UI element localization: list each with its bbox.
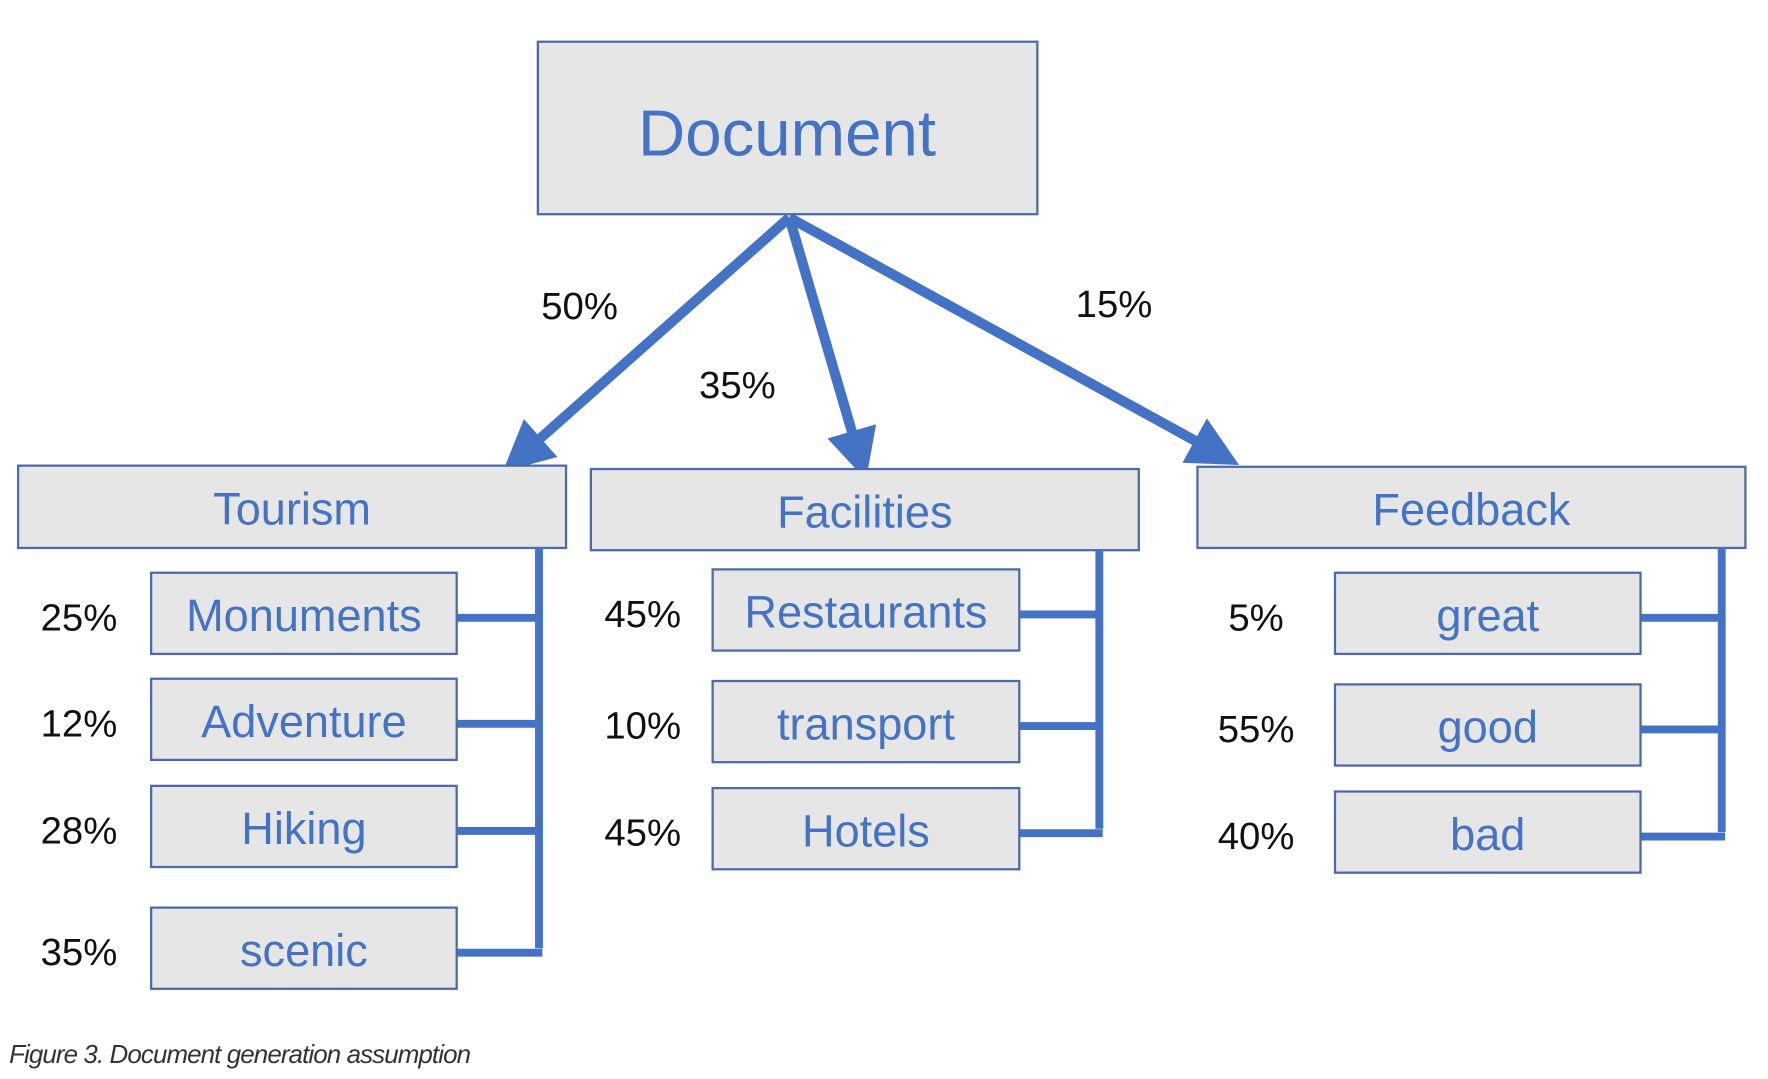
- subcategory-box: [1333, 683, 1642, 767]
- arrow-tourism: [502, 213, 793, 472]
- arrow-feedback: [786, 213, 1240, 465]
- category-percent: 50%: [541, 285, 618, 328]
- subcategory-percent: 5%: [1228, 596, 1283, 639]
- subcategory-label: Adventure: [201, 696, 407, 747]
- arrow-facilities: [784, 216, 877, 481]
- figure-caption: Figure 3. Document generation assumption: [9, 1041, 471, 1069]
- category-label: Facilities: [777, 486, 952, 537]
- subcategory-label: Hotels: [802, 805, 930, 856]
- subcategory-box: [150, 906, 458, 990]
- subcategory-percent: 45%: [604, 812, 681, 855]
- category-box: [1196, 465, 1747, 550]
- subcategory-percent: 40%: [1218, 815, 1295, 858]
- subcategory-label: bad: [1450, 809, 1525, 860]
- category-feedback: Feedback great 5% good 55% bad 40%: [1196, 465, 1747, 874]
- category-percent: 15%: [1076, 283, 1153, 326]
- root-label: Document: [638, 97, 936, 170]
- subcategory-box: [150, 571, 458, 656]
- subcategory-percent: 55%: [1218, 708, 1295, 751]
- category-label: Feedback: [1372, 484, 1570, 535]
- subcategory-box: [1333, 571, 1642, 656]
- subcategory-percent: 10%: [604, 705, 681, 748]
- subcategory-label: great: [1436, 590, 1539, 641]
- category-percent: 35%: [699, 364, 776, 407]
- subcategory-box: [1333, 790, 1642, 874]
- subcategory-box: [711, 568, 1021, 652]
- subcategory-label: Monuments: [186, 590, 422, 641]
- subcategory-label: transport: [777, 698, 955, 749]
- subcategory-box: [711, 679, 1021, 764]
- subcategory-label: scenic: [240, 925, 368, 976]
- subcategory-percent: 25%: [41, 596, 118, 639]
- subcategory-box: [711, 786, 1021, 871]
- subcategory-percent: 28%: [41, 809, 118, 852]
- root-box: [536, 40, 1039, 216]
- subcategory-box: [150, 677, 458, 762]
- category-label: Tourism: [213, 484, 371, 535]
- subcategory-percent: 12%: [41, 702, 118, 745]
- category-box: [16, 464, 568, 550]
- subcategory-percent: 45%: [604, 593, 681, 636]
- subcategory-box: [150, 784, 458, 869]
- subcategory-label: good: [1438, 702, 1538, 753]
- subcategory-percent: 35%: [41, 931, 118, 974]
- subcategory-label: Restaurants: [744, 587, 987, 638]
- subcategory-label: Hiking: [241, 803, 366, 854]
- category-box: [589, 467, 1140, 552]
